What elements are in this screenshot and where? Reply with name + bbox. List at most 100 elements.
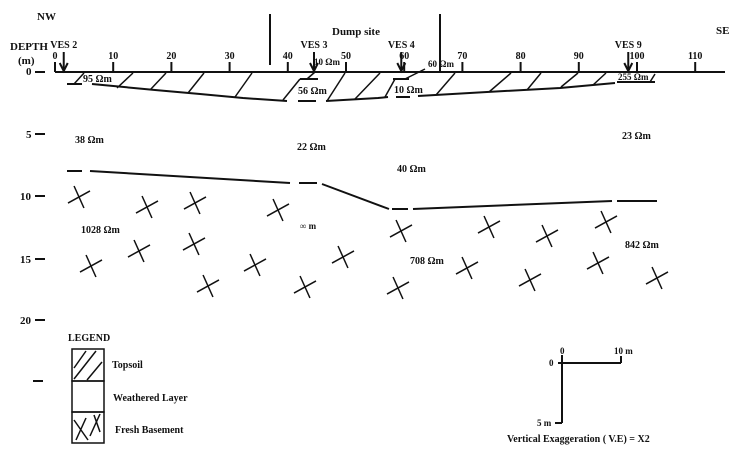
ves-label: VES 4 xyxy=(388,40,415,51)
basement-cross-stroke xyxy=(461,256,473,280)
hatch-line xyxy=(354,72,381,100)
distance-tick-label: 20 xyxy=(166,51,176,62)
weathered-resistivity-ves9: 23 Ωm xyxy=(622,131,652,142)
scale-h-end: 10 m xyxy=(614,346,633,356)
basement-cross-stroke xyxy=(272,198,284,222)
hatch-line xyxy=(187,72,205,94)
topsoil-resistivity-ves2: 95 Ωm xyxy=(83,74,113,85)
depth-tick-label: 10 xyxy=(20,191,32,203)
direction-nw: NW xyxy=(37,11,56,23)
hatch-line xyxy=(149,72,167,91)
weathered-resistivity-ves2: 38 Ωm xyxy=(75,135,105,146)
hatch-line xyxy=(326,72,346,102)
basement-resistivity-ves9: 842 Ωm xyxy=(625,240,660,251)
topsoil-boundary-segment xyxy=(325,96,389,102)
basement-cross-stroke xyxy=(249,253,261,277)
direction-se: SE xyxy=(716,25,729,37)
weathered-resistivity-ves4: 40 Ωm xyxy=(397,164,427,175)
basement-cross-stroke xyxy=(483,215,495,239)
arrow-down-icon xyxy=(309,62,319,74)
legend-label-topsoil: Topsoil xyxy=(112,360,143,371)
topsoil-hatching xyxy=(73,68,656,102)
arrow-down-icon xyxy=(623,62,634,74)
distance-tick-label: 100 xyxy=(630,51,645,62)
hatch-line xyxy=(73,72,85,85)
ves-stations: VES 2 VES 3 VES 4 VES 9 xyxy=(50,40,642,74)
basement-boundary-segment xyxy=(321,183,390,210)
scale-bar: 0 10 m 0 5 m Vertical Exaggeration ( V.E… xyxy=(507,346,650,445)
distance-tick-label: 90 xyxy=(574,51,584,62)
legend-label-basement: Fresh Basement xyxy=(115,425,184,436)
basement-resistivity-ves2: 1028 Ωm xyxy=(81,225,121,236)
basement-cross-stroke xyxy=(392,276,404,300)
legend-swatch-basement xyxy=(71,411,105,444)
distance-tick-label: 50 xyxy=(341,51,351,62)
legend-label-weathered: Weathered Layer xyxy=(113,393,188,404)
basement-cross-stroke xyxy=(202,274,214,298)
basement-cross-stroke xyxy=(592,251,604,275)
hatch-line xyxy=(560,72,579,88)
topsoil-resistivity-ves3-lower: 56 Ωm xyxy=(298,86,328,97)
distance-tick-label: 10 xyxy=(108,51,118,62)
arrow-down-icon xyxy=(396,62,407,74)
hatch-line xyxy=(116,72,134,89)
legend-title: LEGEND xyxy=(68,333,110,344)
hatch-line xyxy=(488,72,512,93)
topsoil-resistivity-ves9: 255 Ωm xyxy=(618,72,649,82)
topsoil-resistivity-ves3: 10 Ωm xyxy=(314,57,340,67)
topsoil-boundary-segment xyxy=(417,82,616,97)
basement-resistivity-ves3: ∞ m xyxy=(300,221,317,231)
hatch-line xyxy=(526,72,542,91)
basement-cross-stroke xyxy=(299,275,311,299)
depth-axis-title: DEPTH xyxy=(10,41,48,53)
basement-resistivity-ves4: 708 Ωm xyxy=(410,256,445,267)
depth-tick-label: 0 xyxy=(26,66,32,78)
basement-cross-stroke xyxy=(541,224,553,248)
basement-cross-stroke xyxy=(141,195,153,219)
hatch-line xyxy=(234,72,253,98)
hatch-line xyxy=(282,78,301,101)
basement-cross-stroke xyxy=(85,254,97,278)
basement-cross-stroke xyxy=(133,239,145,263)
basement-boundary-segment xyxy=(412,200,613,210)
depth-tick-label: 15 xyxy=(20,254,32,266)
distance-tick-label: 70 xyxy=(457,51,467,62)
distance-tick-label: 60 xyxy=(399,51,409,62)
distance-tick-label: 40 xyxy=(283,51,293,62)
distance-tick-label: 80 xyxy=(516,51,526,62)
depth-tick-label: 5 xyxy=(26,129,32,141)
legend-hatch xyxy=(73,350,97,380)
basement-boundary-segment xyxy=(89,170,291,184)
hatch-line xyxy=(404,68,426,80)
legend: LEGEND Topsoil Weathered Layer Fresh Bas… xyxy=(68,333,188,444)
basement-cross-stroke xyxy=(524,268,536,292)
hatch-line xyxy=(306,71,316,80)
basement-cross-stroke xyxy=(188,232,200,256)
depth-axis-unit: (m) xyxy=(18,55,35,67)
topsoil-boundary-segment xyxy=(91,83,288,102)
basement-cross-stroke xyxy=(73,185,85,209)
basement-cross-stroke xyxy=(651,266,663,290)
basement-cross-stroke xyxy=(600,210,612,234)
basement-cross-stroke xyxy=(395,219,407,243)
basement-boundary xyxy=(67,170,657,210)
basement-cross-stroke xyxy=(337,245,349,269)
distance-tick-label: 30 xyxy=(225,51,235,62)
topsoil-resistivity-ves4-lower: 10 Ωm xyxy=(394,85,424,96)
legend-swatch-weathered xyxy=(71,380,105,413)
depth-axis: 0 5 10 15 20 xyxy=(20,66,45,382)
legend-cross xyxy=(89,413,101,437)
legend-hatch xyxy=(86,361,103,381)
ves-label: VES 2 xyxy=(50,40,77,51)
ves-label: VES 3 xyxy=(301,40,328,51)
dump-site-label: Dump site xyxy=(332,26,380,38)
hatch-line xyxy=(592,72,607,86)
distance-tick-label: 0 xyxy=(53,51,58,62)
hatch-line xyxy=(384,78,396,98)
legend-cross xyxy=(93,414,101,433)
hatch-line xyxy=(649,73,656,83)
ves-label: VES 9 xyxy=(615,40,642,51)
legend-cross xyxy=(75,417,87,441)
vertical-exaggeration: Vertical Exaggeration ( V.E) = X2 xyxy=(507,434,650,445)
